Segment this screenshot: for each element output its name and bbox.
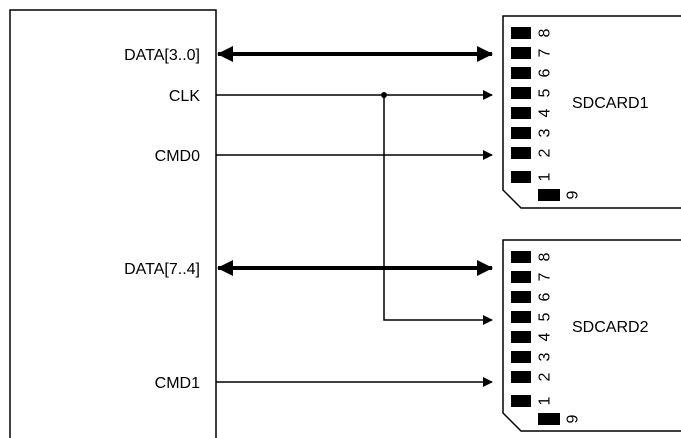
label-cmd0: CMD0 [155,148,200,165]
sdcard2: 8 7 6 5 4 3 2 1 9 SDCARD2 [502,239,681,432]
sdcard1-pin-7-label: 7 [537,48,554,57]
sdcard1-outline [502,15,681,209]
sdcard1-name: SDCARD1 [572,95,649,112]
sdcard2-pin-9-pad [538,413,560,425]
sdcard1-pin-4-pad [511,107,531,119]
sdcard1-pin-2-label: 2 [537,148,554,157]
label-data-low: DATA[3..0] [124,47,200,64]
sdcard2-pin-8-pad [511,251,531,263]
sdcard2-pin-2-pad [511,371,531,383]
sdcard2-outline [502,239,681,432]
sdcard2-pin-5-pad [511,311,531,323]
sdcard1-pin-1-pad [511,171,531,183]
sdcard1-pin-4-label: 4 [537,108,554,117]
label-clk: CLK [169,88,200,105]
sdcard2-pin-4-pad [511,331,531,343]
label-cmd1: CMD1 [155,375,200,392]
clk-branch-line [383,95,493,325]
sdcard2-pin-3-pad [511,351,531,363]
sdcard1: 8 7 6 5 4 3 2 1 9 SDCARD1 [502,15,681,209]
sdcard1-pin-9-label: 9 [565,190,582,199]
sdcard1-pin-2-pad [511,147,531,159]
sdcard2-pin-8-label: 8 [537,252,554,261]
sdcard2-pin-3-label: 3 [537,352,554,361]
sdcard1-pin-6-pad [511,67,531,79]
sdcard1-pin-1-label: 1 [537,172,554,181]
sdcard2-pin-5-label: 5 [537,312,554,321]
sdcard1-pin-5-pad [511,87,531,99]
label-data-high: DATA[7..4] [124,261,200,278]
sdcard1-pin-7-pad [511,47,531,59]
sdcard2-pin-9-label: 9 [565,414,582,423]
sdcard2-pin-7-pad [511,271,531,283]
host-controller-box [9,9,217,438]
sdcard2-pin-1-label: 1 [537,396,554,405]
sdcard2-pin-7-label: 7 [537,272,554,281]
sdcard2-pin-2-label: 2 [537,372,554,381]
sdcard1-pin-3-pad [511,127,531,139]
sdcard1-pin-8-label: 8 [537,28,554,37]
sdcard1-pin-8-pad [511,27,531,39]
sdcard2-pin-1-pad [511,395,531,407]
sdcard2-pin-6-label: 6 [537,292,554,301]
sdcard1-pin-9-pad [538,189,560,201]
sdcard2-pin-4-label: 4 [537,332,554,341]
sdcard1-pin-5-label: 5 [537,88,554,97]
sdcard2-name: SDCARD2 [572,319,649,336]
sdcard1-pin-3-label: 3 [537,128,554,137]
sdcard2-pin-6-pad [511,291,531,303]
sdcard1-pin-6-label: 6 [537,68,554,77]
